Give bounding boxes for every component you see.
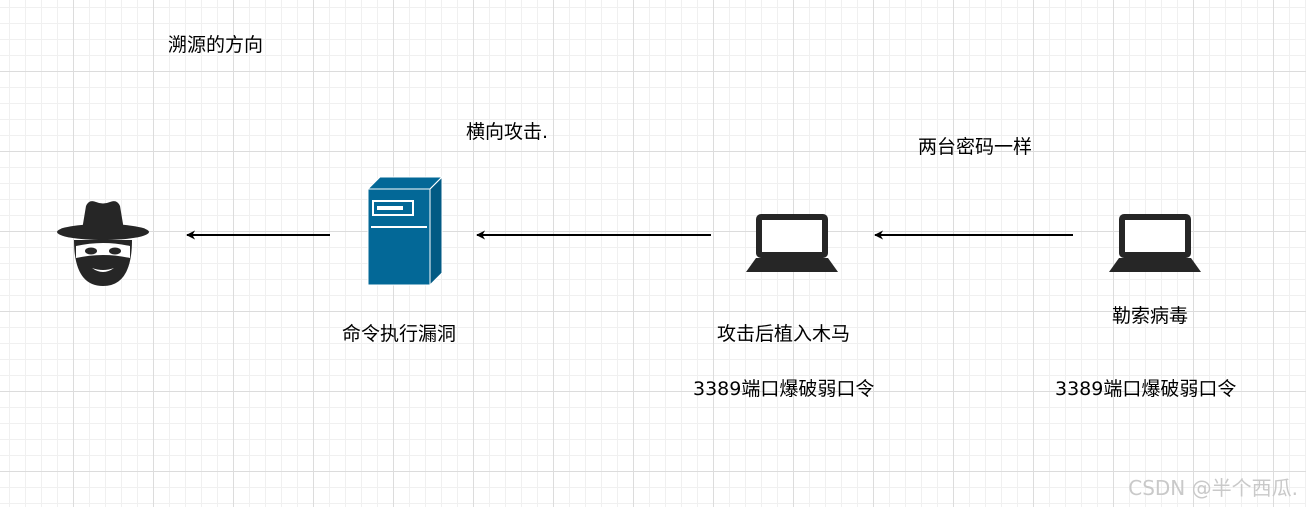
server-icon: [366, 175, 444, 287]
rdp-bruteforce-label: 3389端口爆破弱口令: [693, 378, 875, 400]
cmd-exec-vuln-label: 命令执行漏洞: [342, 323, 457, 345]
trojan-label: 攻击后植入木马: [717, 323, 851, 345]
laptop-icon: [1109, 212, 1201, 274]
laptop-icon: [746, 212, 838, 274]
rdp-bruteforce-label: 3389端口爆破弱口令: [1055, 378, 1237, 400]
ransomware-label: 勒索病毒: [1112, 305, 1189, 327]
trace-direction-label: 溯源的方向: [168, 34, 264, 56]
hacker-icon: [56, 196, 150, 288]
same-password-label: 两台密码一样: [918, 136, 1033, 158]
watermark: CSDN @半个西瓜.: [1128, 476, 1298, 500]
lateral-attack-label: 横向攻击.: [466, 121, 549, 143]
